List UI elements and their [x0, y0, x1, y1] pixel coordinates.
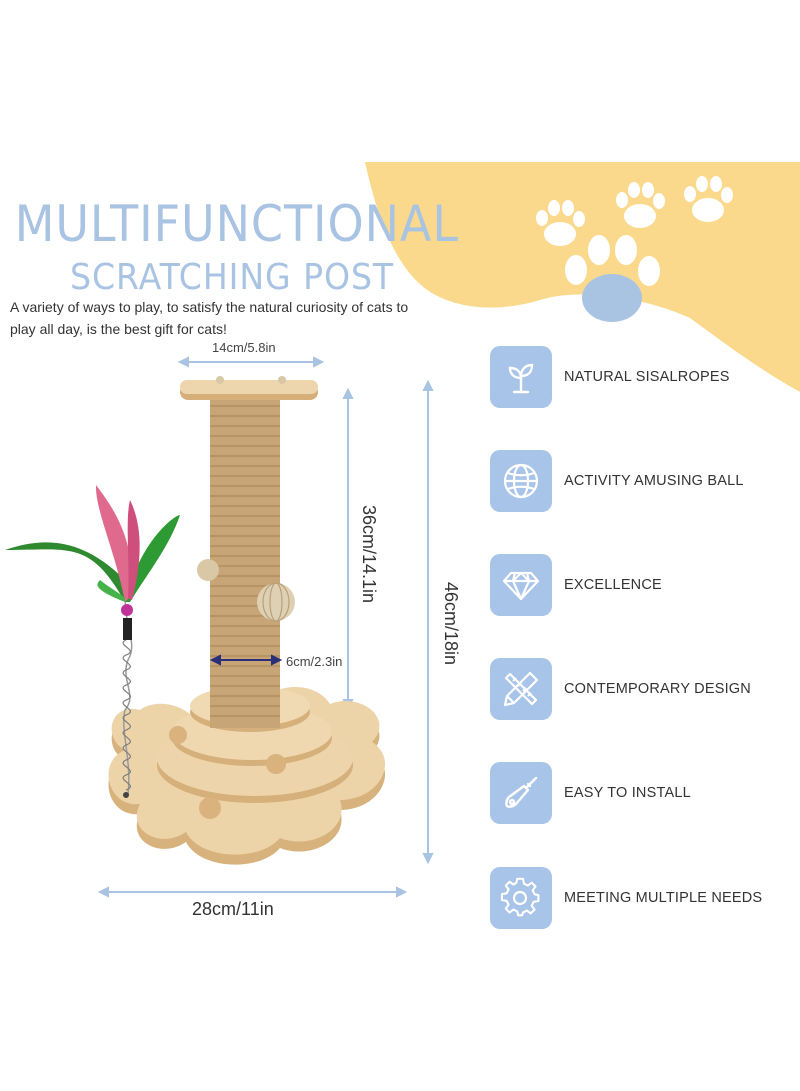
- feature-label: MEETING MULTIPLE NEEDS: [564, 890, 763, 906]
- intro-text: A variety of ways to play, to satisfy th…: [10, 299, 409, 337]
- total-height-label: 46cm/18in: [441, 582, 461, 666]
- feature-label: NATURAL SISALROPES: [564, 369, 730, 385]
- screwdriver-icon: [505, 776, 538, 808]
- paw-icon: [684, 176, 733, 222]
- feature-icon-box: [490, 346, 552, 408]
- globe-icon: [503, 463, 539, 499]
- dimension-line-post-height: [342, 387, 354, 711]
- paw-icon: [616, 182, 665, 228]
- feature-easy-install: EASY TO INSTALL: [490, 762, 800, 824]
- sprout-icon: [508, 363, 534, 394]
- sisal-post: [197, 398, 295, 728]
- pencil-ruler-icon: [503, 671, 539, 707]
- feature-icon-box: [490, 554, 552, 616]
- post-height-label: 36cm/14.1in: [359, 505, 379, 604]
- paw-icon: [565, 235, 660, 322]
- feature-amusing-ball: ACTIVITY AMUSING BALL: [490, 450, 800, 512]
- dimension-line-total-height: [422, 379, 434, 865]
- feature-label: EXCELLENCE: [564, 577, 662, 593]
- feature-natural-sisal: NATURAL SISALROPES: [490, 346, 800, 408]
- feature-label: EASY TO INSTALL: [564, 785, 691, 801]
- page-title: MULTIFUNCTIONAL: [14, 195, 459, 253]
- page-subtitle: SCRATCHING POST: [70, 257, 395, 298]
- feature-contemporary-design: CONTEMPORARY DESIGN: [490, 658, 800, 720]
- gear-icon: [500, 877, 540, 917]
- dimension-line-top: [177, 356, 325, 368]
- dimension-line-diameter: [209, 654, 283, 666]
- top-platform: [180, 376, 318, 400]
- paw-icon: [536, 200, 585, 246]
- top-width-label: 14cm/5.8in: [212, 340, 276, 355]
- feature-icon-box: [490, 450, 552, 512]
- diamond-icon: [502, 571, 540, 601]
- dimension-line-base: [97, 886, 408, 898]
- feature-multiple-needs: MEETING MULTIPLE NEEDS: [490, 867, 800, 929]
- base-width-label: 28cm/11in: [192, 899, 274, 919]
- feather-toy: [5, 485, 180, 798]
- feature-excellence: EXCELLENCE: [490, 554, 800, 616]
- feature-icon-box: [490, 762, 552, 824]
- post-diameter-label: 6cm/2.3in: [286, 654, 343, 669]
- product-illustration: [5, 356, 434, 898]
- feature-icon-box: [490, 658, 552, 720]
- feature-label: CONTEMPORARY DESIGN: [564, 681, 751, 697]
- feature-icon-box: [490, 867, 552, 929]
- feature-label: ACTIVITY AMUSING BALL: [564, 473, 744, 489]
